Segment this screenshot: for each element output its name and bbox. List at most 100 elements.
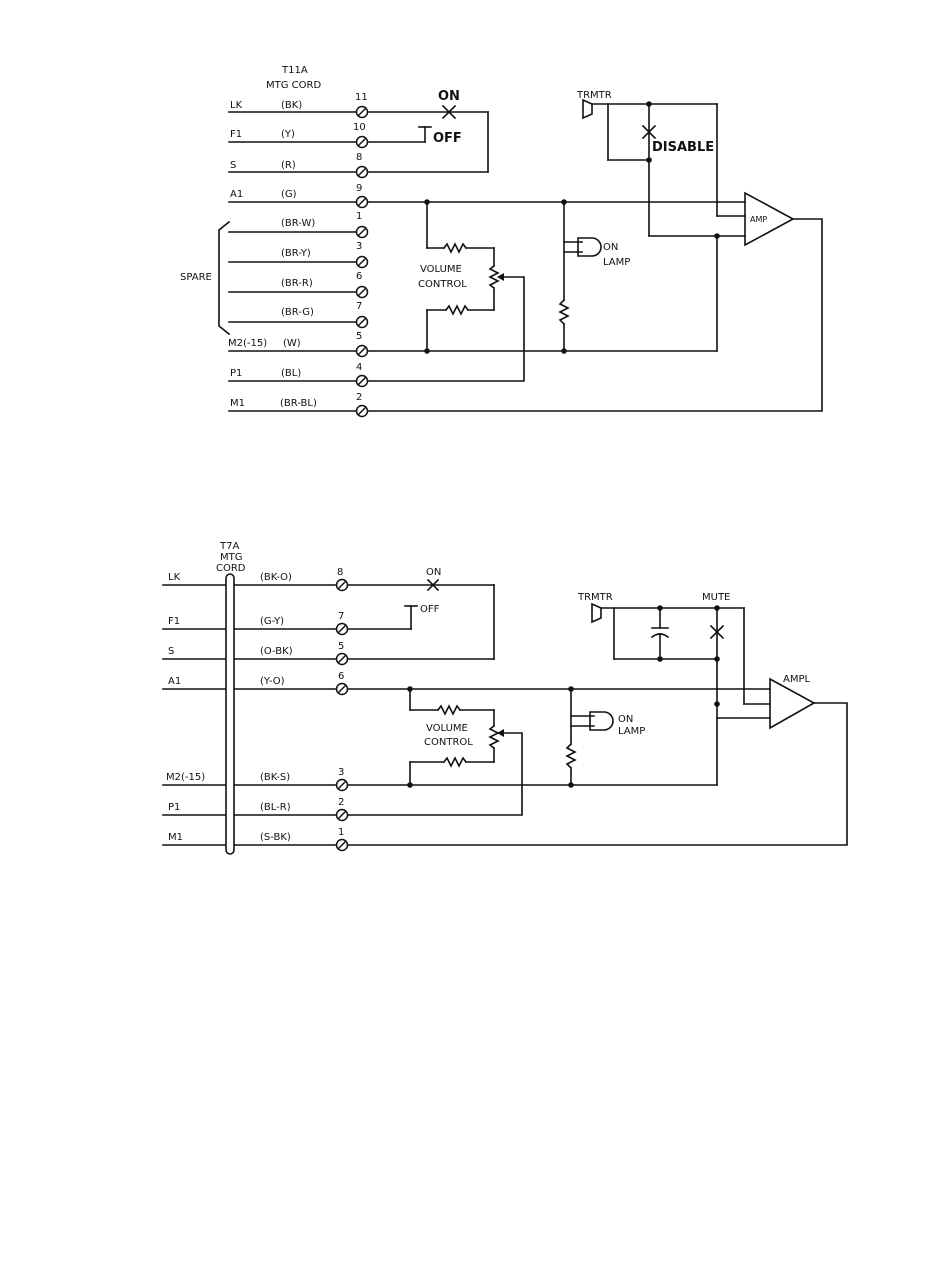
terminal-number: 6 xyxy=(356,271,362,282)
lamp-label-line1: ON xyxy=(618,714,633,725)
terminal-number: 1 xyxy=(356,211,362,222)
diagram-t7a: T7A MTG CORD LK (BK-O) 8 F1 (G-Y) 7 S (O… xyxy=(162,541,848,855)
disable-label: DISABLE xyxy=(652,140,714,155)
lead-color: (BK-O) xyxy=(260,572,292,583)
lead-color: (BL) xyxy=(281,368,301,379)
lamp-icon xyxy=(577,237,602,257)
spare-label: SPARE xyxy=(180,272,212,283)
lead-wires xyxy=(162,584,343,846)
lead-p1: P1 (BL) 4 xyxy=(230,362,362,379)
amp-label: AMP xyxy=(750,215,767,224)
lead-color: (S-BK) xyxy=(260,832,291,843)
lead-m2: M2(-15) (W) 5 xyxy=(228,331,362,349)
cord-sheath xyxy=(225,573,235,855)
terminal-number: 8 xyxy=(337,567,343,578)
lamp-label-line2: LAMP xyxy=(603,257,630,268)
terminal-number: 4 xyxy=(356,362,362,373)
transmitter-circuit: TRMTR DISABLE xyxy=(576,90,746,352)
lead-wires xyxy=(228,111,363,412)
terminal-number: 10 xyxy=(353,122,366,133)
volume-label-line1: VOLUME xyxy=(426,723,468,734)
on-lamp: ON LAMP xyxy=(558,201,630,352)
amp-label: AMPL xyxy=(783,674,810,685)
switch-on-label: ON xyxy=(438,89,460,104)
volume-control: VOLUME CONTROL xyxy=(367,201,525,382)
cord-label-line1: T7A xyxy=(219,541,239,552)
lead-spare-6: (BR-R) 6 xyxy=(281,271,362,289)
terminal-strip xyxy=(355,105,369,418)
terminal-number: 7 xyxy=(356,301,362,312)
lamp-label-line2: LAMP xyxy=(618,726,645,737)
on-off-switch: ON OFF xyxy=(367,89,489,173)
lead-name: LK xyxy=(168,572,181,583)
switch-off-label: OFF xyxy=(433,131,462,146)
lead-a1: A1 (G) 9 xyxy=(230,183,362,200)
terminal-number: 8 xyxy=(356,152,362,163)
lead-lk: LK (BK) 11 xyxy=(230,92,368,111)
lead-color: (Y-O) xyxy=(260,676,285,687)
lead-color: (BR-G) xyxy=(281,307,314,318)
lead-color: (G) xyxy=(281,189,297,200)
terminal-number: 6 xyxy=(338,671,344,682)
lead-color: (BR-BL) xyxy=(280,398,317,409)
on-lamp: ON LAMP xyxy=(565,688,645,786)
amplifier: AMPL xyxy=(347,674,848,846)
terminal-number: 11 xyxy=(355,92,368,103)
terminal-number: 3 xyxy=(338,767,344,778)
cord-label-line1: T11A xyxy=(281,65,308,76)
lead-name: LK xyxy=(230,100,243,111)
transmitter-label: TRMTR xyxy=(576,90,612,101)
transmitter-icon xyxy=(591,602,602,624)
lead-name: P1 xyxy=(168,802,180,813)
amplifier-triangle xyxy=(769,677,816,730)
lamp-label-line1: ON xyxy=(603,242,618,253)
lead-m2: M2(-15) (BK-S) 3 xyxy=(166,767,344,783)
amplifier: AMP xyxy=(367,191,823,412)
cord-label-line2: MTG CORD xyxy=(266,80,321,91)
volume-label-line2: CONTROL xyxy=(424,737,473,748)
lead-color: (O-BK) xyxy=(260,646,293,657)
transmitter-label: TRMTR xyxy=(577,592,613,603)
cord-label-line2: MTG xyxy=(220,552,243,563)
on-off-switch: ON OFF xyxy=(347,567,495,660)
lead-spare-1: (BR-W) 1 xyxy=(281,211,362,229)
lead-color: (BK-S) xyxy=(260,772,290,783)
lead-name: S xyxy=(168,646,174,657)
lead-s: S (R) 8 xyxy=(230,152,362,171)
lead-color: (R) xyxy=(281,160,296,171)
terminal-number: 5 xyxy=(356,331,362,342)
terminal-number: 1 xyxy=(338,827,344,838)
terminal-number: 2 xyxy=(338,797,344,808)
terminal-number: 3 xyxy=(356,241,362,252)
cord-label-line3: CORD xyxy=(216,563,246,574)
lead-spare-3: (BR-Y) 3 xyxy=(281,241,362,259)
capacitor-icon xyxy=(650,607,670,660)
lead-name: F1 xyxy=(230,129,242,140)
amplifier-triangle xyxy=(744,191,795,247)
lead-m1: M1 (S-BK) 1 xyxy=(168,827,344,843)
terminal-number: 7 xyxy=(338,611,344,622)
terminal-number: 9 xyxy=(356,183,362,194)
mute-label: MUTE xyxy=(702,592,730,603)
terminal-number: 2 xyxy=(356,392,362,403)
lead-name: M2(-15) xyxy=(228,338,267,349)
lead-color: (BK) xyxy=(281,100,302,111)
lead-color: (BR-Y) xyxy=(281,248,311,259)
lead-name: P1 xyxy=(230,368,242,379)
switch-on-label: ON xyxy=(426,567,441,578)
lead-color: (BR-R) xyxy=(281,278,313,289)
lead-color: (G-Y) xyxy=(260,616,284,627)
lead-name: A1 xyxy=(168,676,181,687)
volume-label-line1: VOLUME xyxy=(420,264,462,275)
lead-f1: F1 (G-Y) 7 xyxy=(168,611,344,627)
lead-spare-7: (BR-G) 7 xyxy=(281,301,362,318)
lead-name: M1 xyxy=(168,832,183,843)
diagram-t11a: T11A MTG CORD LK (BK) 11 F1 (Y) 10 S (R)… xyxy=(180,65,823,418)
lead-name: M1 xyxy=(230,398,245,409)
lead-color: (BL-R) xyxy=(260,802,291,813)
volume-label-line2: CONTROL xyxy=(418,279,467,290)
spare-bracket xyxy=(218,220,231,336)
lead-name: M2(-15) xyxy=(166,772,205,783)
terminal-number: 5 xyxy=(338,641,344,652)
